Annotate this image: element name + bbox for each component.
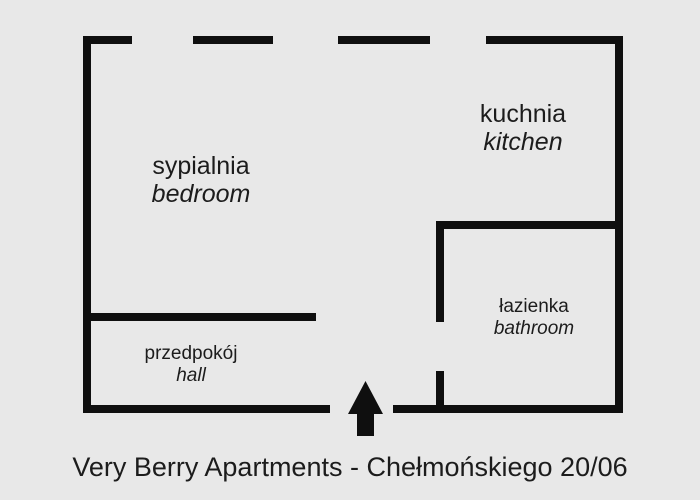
room-label-hall-en: hall xyxy=(176,365,206,386)
wall-top-segment-3 xyxy=(338,36,430,44)
wall-bathroom-top xyxy=(436,221,623,229)
wall-bottom-right xyxy=(393,405,623,413)
wall-hall-top xyxy=(83,313,316,321)
room-label-kitchen-en: kitchen xyxy=(483,128,563,156)
room-label-bathroom-pl: łazienka xyxy=(499,296,569,317)
room-label-hall-pl: przedpokój xyxy=(144,343,238,364)
room-label-kitchen-pl: kuchnia xyxy=(479,100,567,128)
room-label-hall: przedpokój hall xyxy=(145,343,238,387)
room-label-bedroom: sypialnia bedroom xyxy=(152,152,251,208)
wall-bathroom-left-lower xyxy=(436,371,444,413)
room-label-bathroom-en: bathroom xyxy=(493,318,575,339)
wall-top-segment-4 xyxy=(486,36,623,44)
wall-bathroom-left-upper xyxy=(436,221,444,322)
entrance-arrow-icon xyxy=(348,381,383,436)
wall-top-segment-2 xyxy=(193,36,273,44)
room-label-bedroom-en: bedroom xyxy=(151,180,251,208)
room-label-kitchen: kuchnia kitchen xyxy=(480,100,566,156)
wall-top-segment-1 xyxy=(83,36,132,44)
room-label-bedroom-pl: sypialnia xyxy=(152,152,250,180)
room-label-bathroom: łazienka bathroom xyxy=(494,296,574,340)
wall-bottom-left xyxy=(83,405,330,413)
wall-left xyxy=(83,36,91,413)
caption: Very Berry Apartments - Chełmońskiego 20… xyxy=(72,452,628,482)
